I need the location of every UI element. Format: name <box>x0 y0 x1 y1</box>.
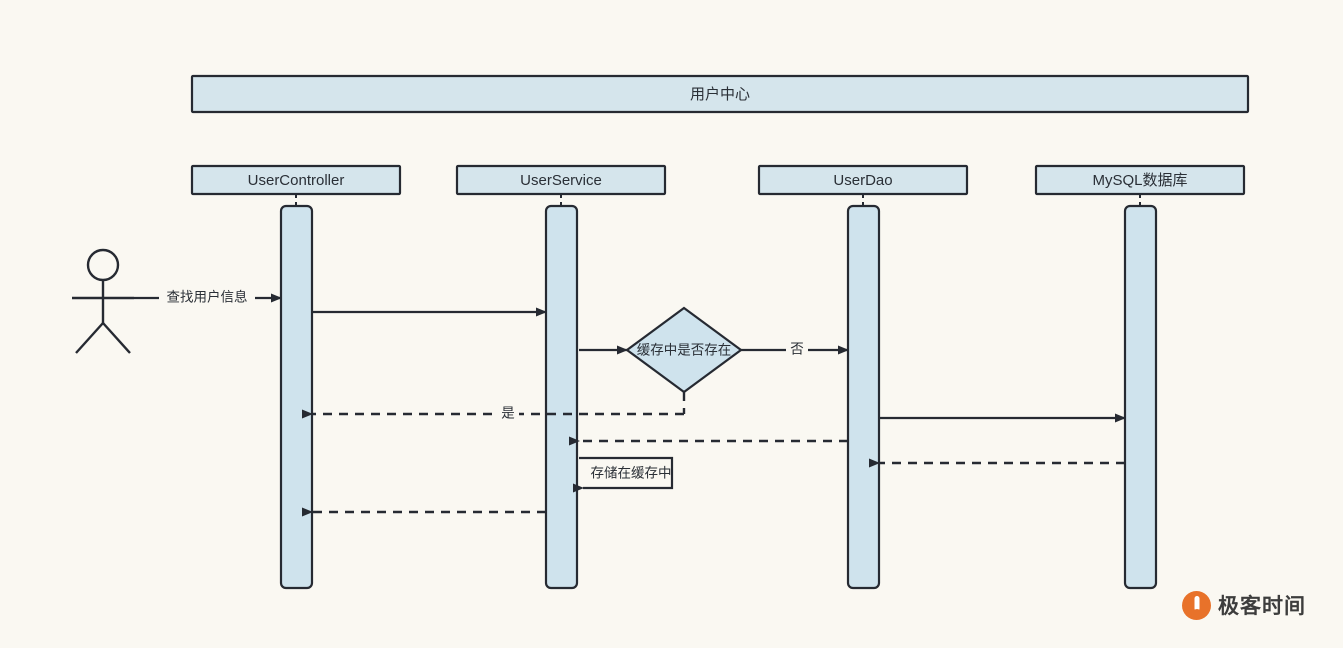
activation-bar-usercontroller <box>279 204 314 590</box>
activation-bar-userservice <box>544 204 579 590</box>
participant-userdao[interactable]: UserDao <box>757 164 969 196</box>
message-self-store-in-cache[interactable]: 存储在缓存中 <box>573 456 674 493</box>
message-arrow-store-in-cache <box>573 456 674 493</box>
message-label-bg-yes-branch <box>497 405 519 423</box>
title-bar-rect <box>190 74 1250 114</box>
participant-label-usercontroller: UserController <box>248 172 345 189</box>
watermark-label: 极客时间 <box>1218 595 1306 618</box>
geektime-logo-icon <box>1182 590 1211 620</box>
decision-diamond-cache-exists[interactable]: 缓存中是否存在 <box>625 306 743 394</box>
message-label-no-branch: 否 <box>790 342 804 357</box>
decision-diamond-label: 缓存中是否存在 <box>637 343 732 358</box>
message-label-bg-no-branch <box>786 341 808 359</box>
message-yes-branch[interactable]: 是 <box>302 392 686 423</box>
activation-bar-userdao <box>846 204 881 590</box>
diagram-title-bar: 用户中心 <box>190 74 1250 114</box>
actor-right-leg-line <box>102 322 131 354</box>
message-label-yes-branch: 是 <box>501 406 515 421</box>
actor-stick-figure[interactable] <box>72 248 134 354</box>
message-label-store-in-cache: 存储在缓存中 <box>591 466 672 481</box>
message-label-bg-find-user-info <box>159 289 255 307</box>
participant-label-mysql: MySQL数据库 <box>1092 172 1187 189</box>
participant-label-userservice: UserService <box>520 172 602 189</box>
participant-mysql[interactable]: MySQL数据库 <box>1034 164 1246 196</box>
message-no-branch[interactable]: 否 <box>741 341 849 359</box>
actor-left-leg-line <box>75 322 104 354</box>
watermark-geektime: 极客时间 <box>1182 590 1306 620</box>
activation-bar-mysql <box>1123 204 1158 590</box>
message-find-user-info[interactable]: 查找用户信息 <box>134 289 282 307</box>
participant-userservice[interactable]: UserService <box>455 164 667 196</box>
participant-label-userdao: UserDao <box>833 172 892 189</box>
diagram-title: 用户中心 <box>690 86 750 103</box>
participant-usercontroller[interactable]: UserController <box>190 164 402 196</box>
message-label-find-user-info: 查找用户信息 <box>167 289 248 305</box>
